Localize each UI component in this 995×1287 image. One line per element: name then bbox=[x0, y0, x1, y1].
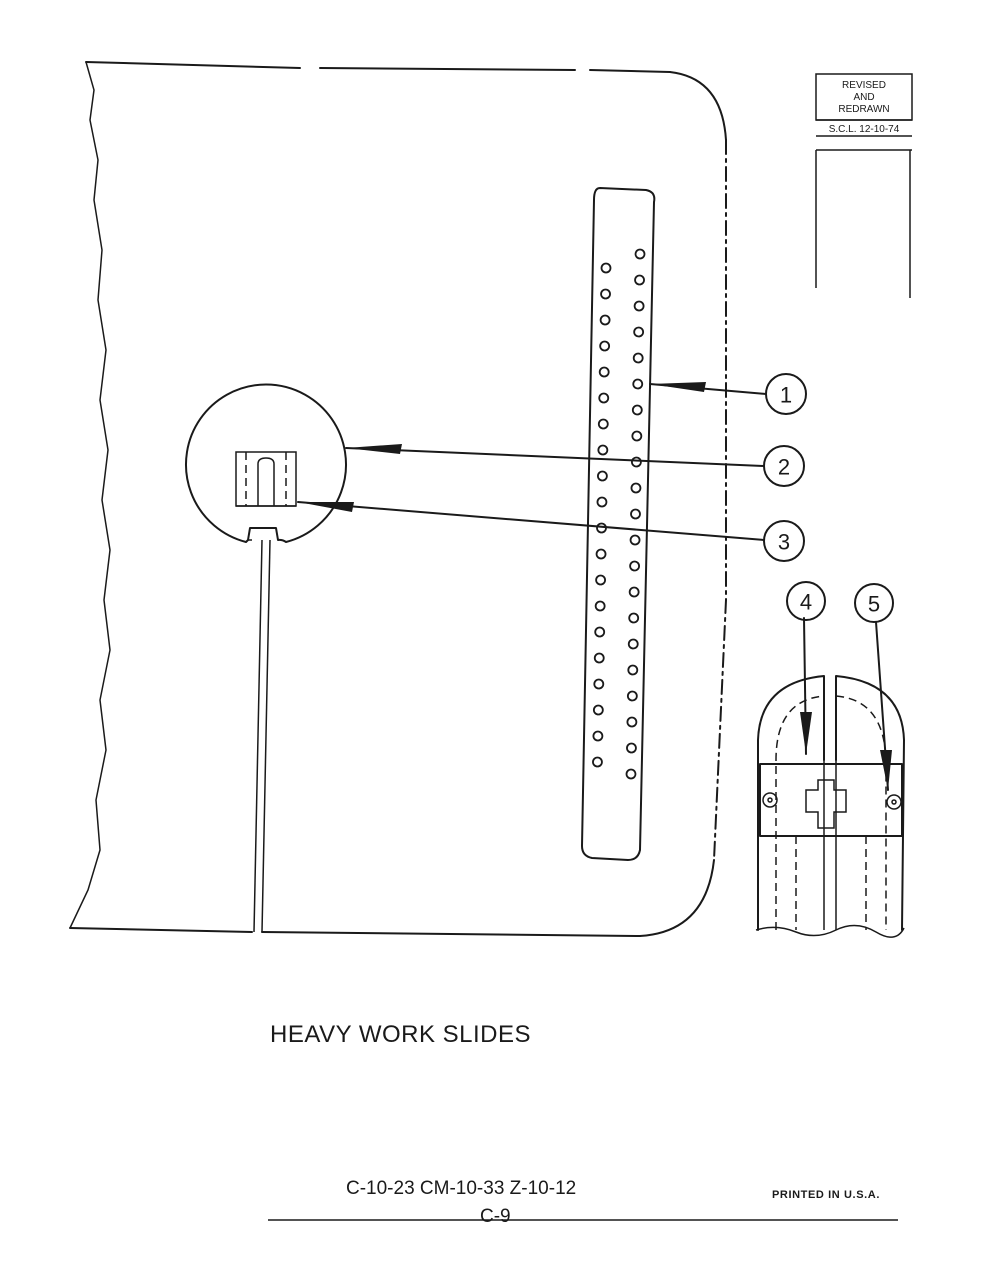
leader-lines bbox=[297, 382, 892, 791]
slot-hole bbox=[600, 288, 611, 300]
slot-hole bbox=[593, 678, 605, 690]
hole-slot bbox=[581, 187, 656, 861]
callout-2: 2 bbox=[763, 445, 805, 487]
slot-hole bbox=[592, 704, 604, 716]
stamp-line-and: AND bbox=[853, 92, 874, 103]
slot-hole bbox=[633, 326, 645, 338]
svg-text:1: 1 bbox=[780, 383, 792, 408]
revision-stamp: REVISED AND REDRAWN S.C.L. 12-10-74 bbox=[815, 73, 913, 298]
slot-hole bbox=[599, 314, 611, 326]
slot-hole bbox=[595, 574, 606, 586]
svg-text:2: 2 bbox=[778, 455, 790, 480]
page-number: C-9 bbox=[480, 1206, 511, 1227]
callout-1: 1 bbox=[765, 373, 807, 415]
slot-hole bbox=[627, 664, 639, 676]
slot-hole bbox=[594, 626, 606, 638]
slot-hole bbox=[626, 742, 637, 754]
slot-hole bbox=[595, 548, 607, 560]
slot-hole bbox=[596, 496, 608, 508]
slot-hole bbox=[597, 418, 609, 430]
slot-hole bbox=[600, 262, 612, 274]
slot-hole bbox=[634, 274, 645, 286]
slot-hole bbox=[592, 756, 603, 768]
slot-hole bbox=[593, 652, 605, 664]
detail-view bbox=[755, 675, 905, 938]
part-numbers: C-10-23 CM-10-33 Z-10-12 bbox=[346, 1178, 576, 1199]
slot-hole bbox=[629, 534, 641, 546]
slot-hole bbox=[626, 690, 638, 702]
slot-hole bbox=[598, 366, 610, 378]
svg-text:3: 3 bbox=[778, 530, 790, 555]
slot-hole bbox=[594, 600, 606, 612]
slot-hole bbox=[628, 612, 640, 624]
slot-hole bbox=[628, 586, 640, 598]
slot-hole bbox=[634, 248, 646, 260]
slot-hole bbox=[633, 300, 645, 312]
svg-text:5: 5 bbox=[868, 592, 880, 617]
stamp-line-redrawn: REDRAWN bbox=[838, 104, 889, 115]
callout-5: 5 bbox=[854, 583, 894, 623]
drawing-title: HEAVY WORK SLIDES bbox=[270, 1021, 531, 1048]
slot-hole bbox=[630, 508, 641, 520]
slot-hole bbox=[631, 404, 643, 416]
slot-hole bbox=[632, 352, 644, 364]
slot-hole bbox=[598, 392, 610, 404]
slot-hole bbox=[597, 470, 608, 482]
printed-in-label: PRINTED IN U.S.A. bbox=[772, 1189, 880, 1201]
slot-hole bbox=[626, 716, 638, 728]
slot-hole bbox=[631, 430, 643, 442]
stamp-line-revised: REVISED bbox=[842, 80, 886, 91]
slot-hole bbox=[632, 378, 644, 390]
svg-text:4: 4 bbox=[800, 590, 812, 615]
slot-hole bbox=[597, 444, 609, 456]
slot-hole bbox=[625, 768, 637, 780]
slot-hole bbox=[627, 638, 639, 650]
slot-hole bbox=[629, 560, 640, 572]
slot-hole bbox=[592, 730, 604, 742]
slot-hole bbox=[631, 456, 642, 468]
main-panel bbox=[69, 61, 727, 937]
callout-3: 3 bbox=[763, 520, 805, 562]
callout-4: 4 bbox=[786, 581, 826, 621]
slide-cutout bbox=[185, 383, 347, 933]
slot-hole bbox=[599, 340, 611, 352]
stamp-line-date: S.C.L. 12-10-74 bbox=[829, 124, 900, 135]
slot-hole bbox=[630, 482, 642, 494]
